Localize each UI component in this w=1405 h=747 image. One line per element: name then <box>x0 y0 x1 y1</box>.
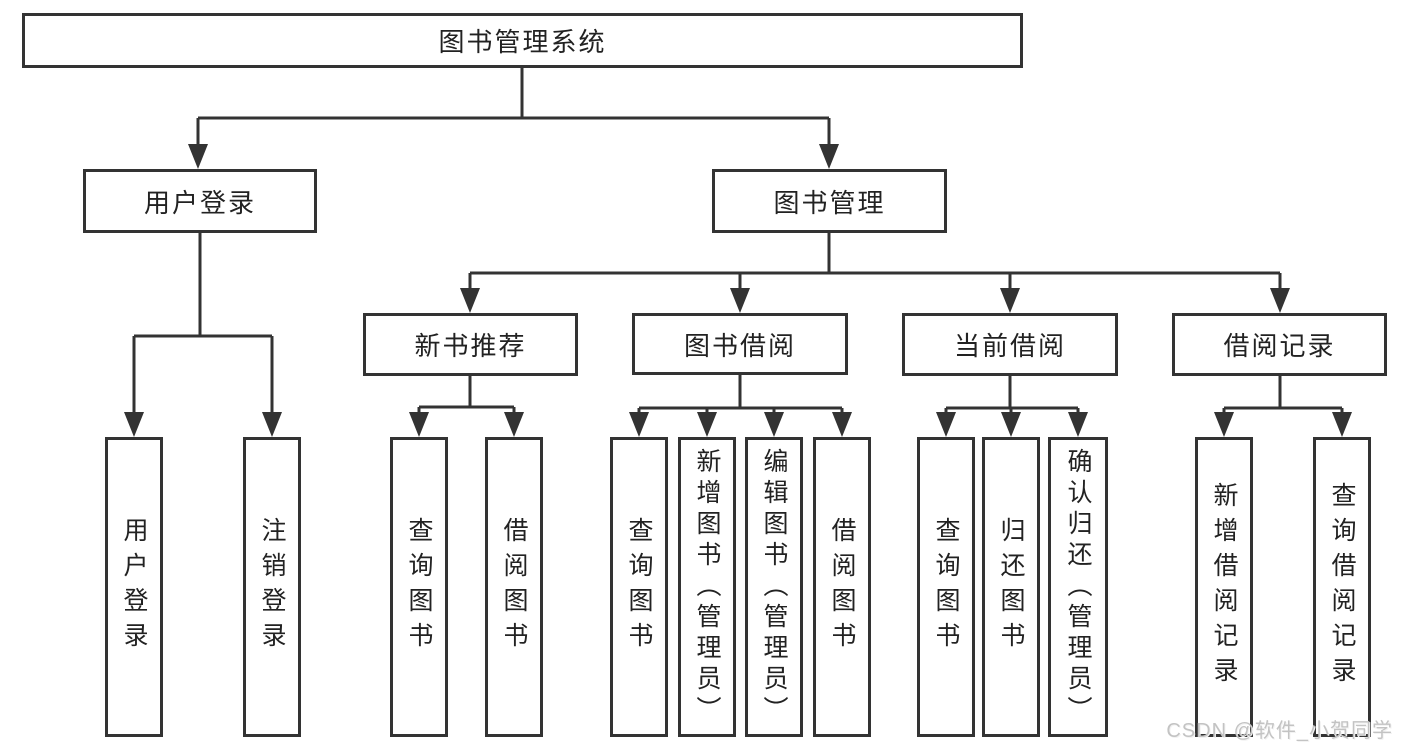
arrowheads <box>124 144 1352 437</box>
leaf-query-books-borrowing: 查询图书 <box>610 437 668 737</box>
connector-paths <box>132 68 1344 416</box>
leaf-query-books-current: 查询图书 <box>917 437 975 737</box>
leaf-logout: 注销登录 <box>243 437 301 737</box>
leaf-borrow-books-borrowing: 借阅图书 <box>813 437 871 737</box>
node-new-book-recommendation: 新书推荐 <box>363 313 578 376</box>
leaf-borrow-books-recommend: 借阅图书 <box>485 437 543 737</box>
node-current-borrowing: 当前借阅 <box>902 313 1118 376</box>
node-book-management-system: 图书管理系统 <box>22 13 1023 68</box>
leaf-query-borrowing-record: 查询借阅记录 <box>1313 437 1371 737</box>
node-book-borrowing: 图书借阅 <box>632 313 848 375</box>
node-user-login: 用户登录 <box>83 169 317 233</box>
leaf-add-books-admin: 新增图书（管理员） <box>678 437 736 737</box>
leaf-confirm-return-admin: 确认归还（管理员） <box>1048 437 1108 737</box>
leaf-query-books-recommend: 查询图书 <box>390 437 448 737</box>
leaf-return-books: 归还图书 <box>982 437 1040 737</box>
leaf-add-borrowing-record: 新增借阅记录 <box>1195 437 1253 737</box>
watermark: CSDN @软件_小贺同学 <box>1166 720 1393 742</box>
leaf-edit-books-admin: 编辑图书（管理员） <box>745 437 803 737</box>
leaf-user-login: 用户登录 <box>105 437 163 737</box>
node-book-management: 图书管理 <box>712 169 947 233</box>
node-borrowing-records: 借阅记录 <box>1172 313 1387 376</box>
